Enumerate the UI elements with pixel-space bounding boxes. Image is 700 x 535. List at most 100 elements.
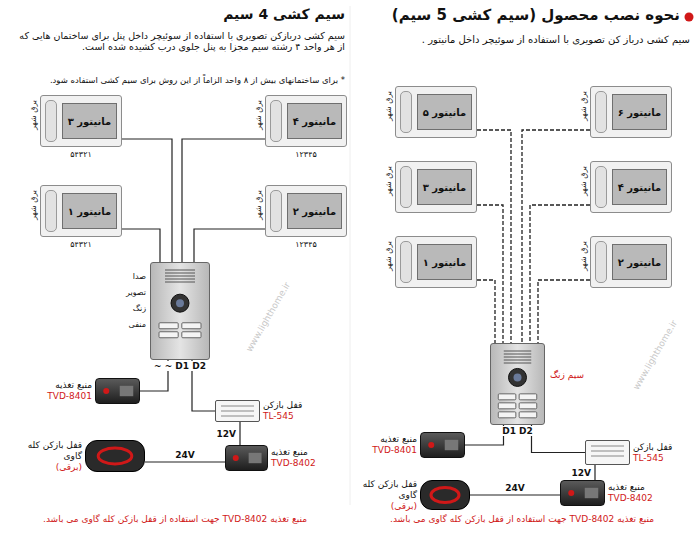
mains-label: برق شهر	[28, 95, 40, 135]
wire	[470, 494, 560, 495]
watermark: www.lighthome.ir	[239, 271, 298, 363]
monitor-unit: مانیتور ۱برق شهر	[40, 185, 122, 237]
divider	[350, 6, 351, 505]
terminal-label: ~ ~ D1 D2	[152, 361, 208, 371]
monitor-unit: مانیتور ۴برق شهر	[265, 95, 347, 147]
panel-face	[150, 262, 210, 360]
wire	[182, 139, 265, 262]
wire	[122, 139, 172, 262]
device-model: TVD-8402	[271, 458, 335, 469]
title-bullet	[685, 13, 694, 22]
voltage-label: 24V	[174, 450, 196, 460]
electric-lock: قفل بازکن کله گاوی(برقی)	[85, 440, 145, 472]
note-text: تصویر	[108, 288, 146, 297]
monitor-unit: مانیتور ۳برق شهر	[40, 95, 122, 147]
terminal-label: D1 D2	[500, 426, 535, 436]
voltage-label: 24V	[504, 483, 526, 493]
note-text: منبع تغذیه TVD-8402 جهت استفاده از قفل ب…	[5, 514, 345, 524]
device-caption: منبع تغذیهTVD-8402	[271, 447, 335, 469]
note-text: منبع تغذیه TVD-8402 جهت استفاده از قفل ب…	[352, 514, 692, 524]
note-text: سیم کشی درباز کن تصویری با استفاده از سو…	[360, 34, 690, 45]
handset	[270, 190, 282, 232]
note-text: سیم زنگ	[550, 370, 600, 380]
door-panel: ~ ~ D1 D2	[150, 262, 210, 360]
monitor-unit: مانیتور ۲برق شهر	[590, 236, 672, 288]
note-text: سیم کشی دربازکن تصویری با استفاده از سوئ…	[15, 30, 345, 52]
monitor-label: مانیتور ۶	[618, 107, 661, 118]
device-name: منبع تغذیه	[608, 482, 688, 493]
monitor-label: مانیتور ۱	[68, 206, 111, 217]
device-model: (برقی)	[10, 462, 82, 473]
monitor-unit: مانیتور ۶برق شهر	[590, 86, 672, 138]
electric-lock: قفل بازکن کله گاوی(برقی)	[420, 480, 470, 510]
mains-label: برق شهر	[578, 161, 590, 201]
device-caption: منبع تغذیهTVD-8401	[355, 434, 417, 456]
note-text: صدا	[108, 272, 146, 281]
power-supply: منبع تغذیهTVD-8402	[225, 445, 268, 471]
monitor-label: مانیتور ۲	[293, 206, 336, 217]
handset	[400, 91, 412, 133]
watermark: www.lighthome.ir	[626, 309, 685, 401]
monitor-unit: مانیتور ۳برق شهر	[395, 161, 477, 213]
mains-label: برق شهر	[383, 236, 395, 276]
screen: مانیتور ۱	[62, 193, 117, 229]
mains-label: برق شهر	[253, 95, 265, 135]
device-icon	[85, 440, 145, 472]
device-icon	[215, 400, 260, 422]
diagram-title: نحوه نصب محصول (سیم کشی 5 سیم)	[370, 6, 680, 24]
note-text: ۱۲۳۴۵	[281, 240, 331, 249]
handset	[595, 241, 607, 283]
wire	[538, 280, 590, 343]
monitor-unit: مانیتور ۲برق شهر	[265, 185, 347, 237]
device-icon	[420, 480, 470, 510]
screen: مانیتور ۱	[417, 244, 472, 280]
device-name: قفل بازکن	[633, 442, 691, 453]
handset	[400, 166, 412, 208]
handset	[595, 91, 607, 133]
monitor-label: مانیتور ۱	[423, 257, 466, 268]
mains-label: برق شهر	[28, 185, 40, 225]
device-model: (برقی)	[347, 501, 417, 512]
monitor-unit: مانیتور ۵برق شهر	[395, 86, 477, 138]
power-supply: منبع تغذیهTVD-8401	[420, 432, 465, 458]
device-caption: منبع تغذیهTVD-8402	[608, 482, 688, 504]
handset	[45, 100, 57, 142]
note-text: ۱۲۳۴۵	[281, 150, 331, 159]
device-caption: قفل بازکنTL-545	[633, 442, 691, 464]
mains-label: برق شهر	[253, 185, 265, 225]
handset	[400, 241, 412, 283]
monitor-unit: مانیتور ۱برق شهر	[395, 236, 477, 288]
handset	[270, 100, 282, 142]
monitor-label: مانیتور ۴	[618, 182, 661, 193]
device-name: منبع تغذیه	[355, 434, 417, 445]
screen: مانیتور ۵	[417, 94, 472, 130]
door-lock: قفل بازکنTL-545	[215, 400, 260, 422]
device-model: TVD-8402	[608, 493, 688, 504]
wire	[465, 425, 504, 445]
wire	[532, 425, 586, 453]
voltage-label: 12V	[216, 429, 238, 439]
voltage-label: 12V	[571, 468, 593, 478]
screen: مانیتور ۶	[612, 94, 667, 130]
monitor-label: مانیتور ۴	[293, 116, 336, 127]
device-icon	[225, 445, 268, 471]
wire	[145, 461, 225, 462]
section-title: سیم کشی 4 سیم	[120, 6, 345, 22]
monitor-label: مانیتور ۲	[618, 257, 661, 268]
screen: مانیتور ۴	[287, 103, 342, 139]
note-text: زنگ	[108, 304, 146, 313]
monitor-unit: مانیتور ۴برق شهر	[590, 161, 672, 213]
device-caption: قفل بازکن کله گاوی(برقی)	[347, 479, 417, 512]
power-supply: منبع تغذیهTVD-8402	[560, 480, 605, 506]
mains-label: برق شهر	[383, 161, 395, 201]
wire	[530, 205, 590, 343]
device-name: منبع تغذیه	[271, 447, 335, 458]
note-text: * برای ساختمانهای بیش از ۸ واحد الزاماً …	[15, 75, 345, 85]
mains-label: برق شهر	[383, 86, 395, 126]
device-name: قفل بازکن کله گاوی	[347, 479, 417, 501]
screen: مانیتور ۳	[62, 103, 117, 139]
device-name: قفل بازکن کله گاوی	[10, 440, 82, 462]
device-model: TVD-8401	[30, 391, 92, 402]
screen: مانیتور ۳	[417, 169, 472, 205]
